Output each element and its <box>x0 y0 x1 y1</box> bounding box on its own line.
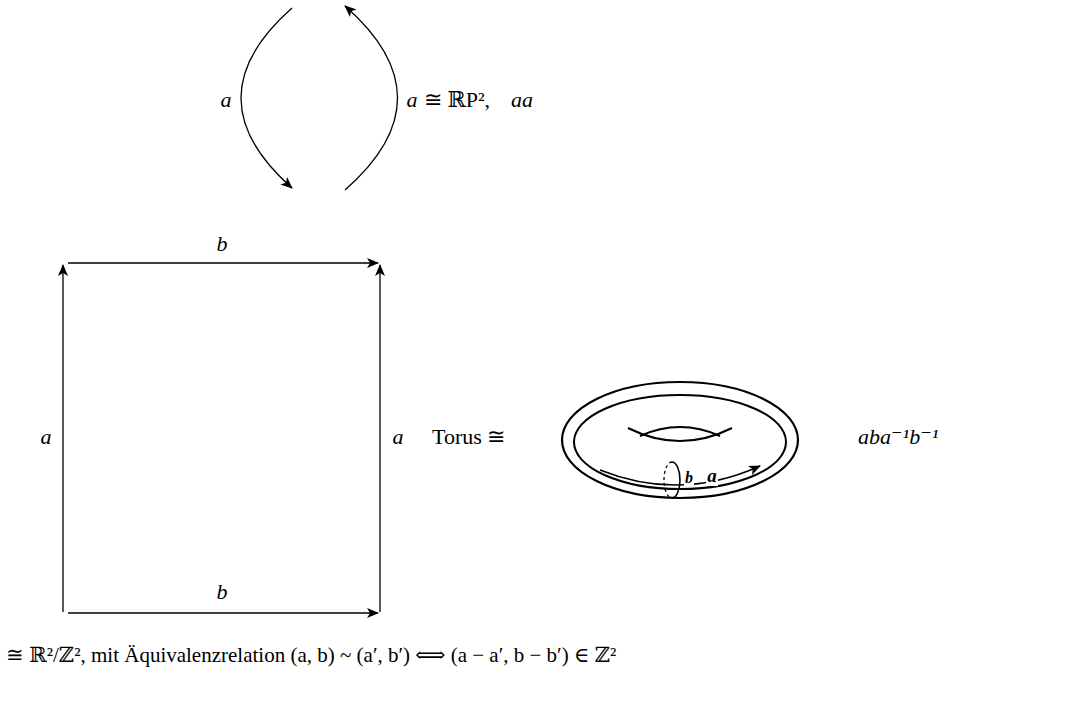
equation-text: ≅ ℝ²/ℤ², mit Äquivalenzrelation (a, b) ~… <box>6 644 616 667</box>
lens-arc <box>241 8 292 188</box>
square-side <box>68 262 378 263</box>
lens-arc <box>345 6 398 190</box>
square-side <box>379 265 380 612</box>
edge-label: a <box>41 425 52 449</box>
edge-label: a <box>221 88 232 112</box>
torus-figure <box>562 382 798 498</box>
edge-label: b <box>217 232 228 256</box>
edge-label: b <box>217 580 228 604</box>
curve-label: b <box>684 469 694 487</box>
torus-label: Torus ≅ <box>432 425 505 449</box>
curve-label: a <box>706 466 718 487</box>
homeomorphism-label: ≅ ℝP², <box>424 88 490 112</box>
word-label: aba⁻¹b⁻¹ <box>858 425 938 449</box>
word-label: aa <box>511 88 533 112</box>
edge-label: a <box>407 88 418 112</box>
square-side <box>68 612 378 613</box>
edge-label: a <box>393 425 404 449</box>
square-side <box>62 265 63 612</box>
